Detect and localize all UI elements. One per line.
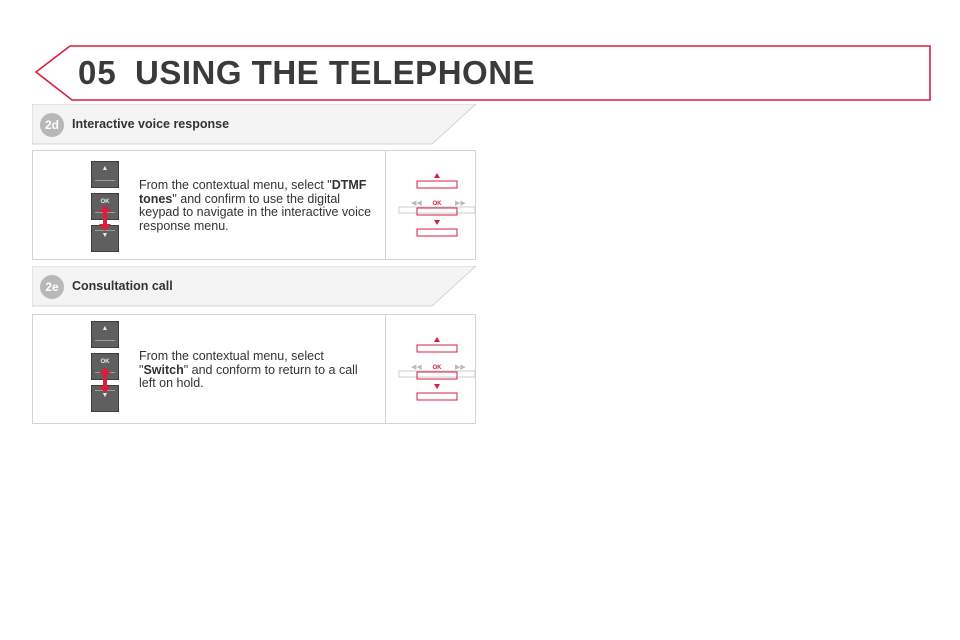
section-title: Consultation call <box>72 279 173 293</box>
navigation-dial-icon: ◀◀ ▶▶ OK <box>398 337 476 401</box>
header-frame <box>34 45 931 101</box>
section-header-2e: 2e Consultation call <box>32 266 478 308</box>
navigation-dial-icon: ◀◀ ▶▶ OK <box>398 173 476 237</box>
instruction-text: From the contextual menu, select "DTMF t… <box>139 178 372 233</box>
up-button[interactable]: ▲ <box>91 321 119 348</box>
section-header-shape <box>32 104 477 145</box>
nav-ok-label: OK <box>433 201 443 207</box>
svg-text:▶▶: ▶▶ <box>455 200 466 207</box>
panel-divider <box>385 151 386 259</box>
menu-option: Switch <box>143 362 184 377</box>
press-indicator-icon <box>99 367 111 393</box>
section-header-shape <box>32 266 477 307</box>
menu-option: DTMF tones <box>139 178 367 206</box>
section-title: Interactive voice response <box>72 117 230 131</box>
svg-text:◀◀: ◀◀ <box>411 364 422 371</box>
section-panel-2e: ▲ OK ▼ From the contextual menu, select … <box>32 314 476 424</box>
section-header-2d: 2d Interactive voice response <box>32 104 478 146</box>
section-badge: 2e <box>40 275 64 299</box>
svg-text:◀◀: ◀◀ <box>411 200 422 207</box>
triangle-down-icon: ▼ <box>101 392 109 399</box>
triangle-up-icon: ▲ <box>101 165 109 172</box>
chapter-title: USING THE TELEPHONE <box>135 54 536 91</box>
section-panel-2d: ▲ OK ▼ From the contextual menu, select … <box>32 150 476 260</box>
up-button[interactable]: ▲ <box>91 161 119 188</box>
triangle-up-icon: ▲ <box>101 325 109 332</box>
triangle-down-icon: ▼ <box>101 232 109 239</box>
section-badge: 2d <box>40 113 64 137</box>
press-indicator-icon <box>99 205 111 231</box>
nav-ok-label: OK <box>433 365 443 371</box>
chapter-number: 05 <box>78 54 117 91</box>
ok-label: OK <box>100 359 110 365</box>
ok-label: OK <box>100 199 110 205</box>
svg-text:▶▶: ▶▶ <box>455 364 466 371</box>
instruction-text: From the contextual menu, select "Switch… <box>139 349 358 390</box>
panel-divider <box>385 315 386 423</box>
